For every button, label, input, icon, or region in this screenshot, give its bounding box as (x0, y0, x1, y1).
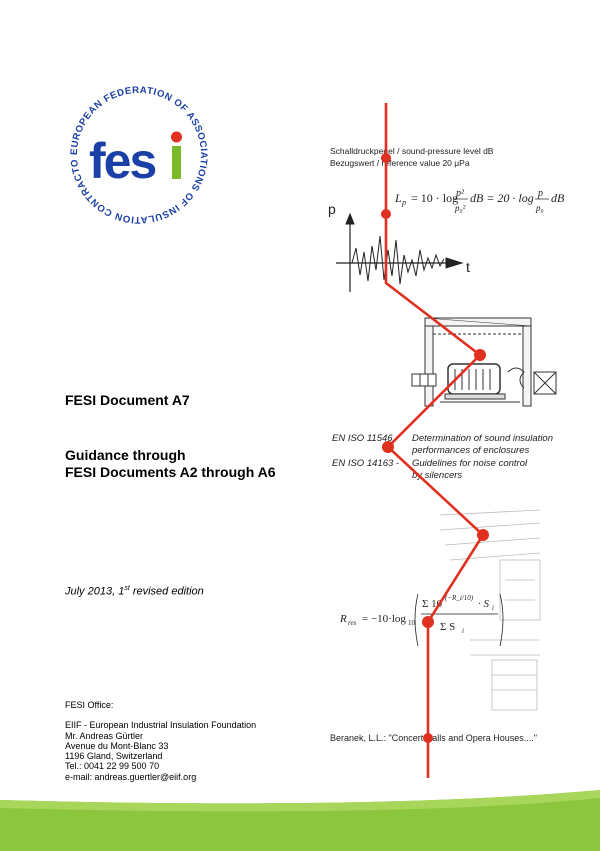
red-guide-line (381, 103, 489, 778)
fesi-logo: EUROPEAN FEDERATION OF ASSOCIATIONS OF I… (64, 80, 208, 225)
red-node (423, 733, 433, 743)
office-contact: FESI Office: EIIF - European Industrial … (65, 700, 256, 782)
logo-i-stem (172, 146, 181, 179)
svg-text:p₀²: p₀² (454, 203, 466, 213)
svg-text:dB: dB (551, 191, 565, 205)
reference-value-label: Bezugswert / reference value 20 μPa (330, 158, 470, 168)
svg-text:dB = 20 · log: dB = 20 · log (470, 191, 534, 205)
office-line: Avenue du Mont-Blanc 33 (65, 740, 169, 751)
office-line: Tel.: 0041 22 99 500 70 (65, 761, 160, 772)
svg-text:i: i (492, 604, 494, 612)
office-line: EIIF - European Industrial Insulation Fo… (65, 720, 257, 731)
red-node (381, 153, 391, 163)
red-node (477, 529, 489, 541)
office-line: 1196 Gland, Switzerland (65, 751, 163, 762)
office-line: Mr. Andreas Gürtler (65, 730, 144, 741)
silencer-drawing (439, 509, 541, 711)
transmission-loss-formula: R res = −10·log 10 Σ 10 (−R_i/10) · S i … (339, 593, 504, 647)
edition-note: July 2013, 1st revised edition (65, 585, 204, 598)
svg-text:10: 10 (408, 619, 416, 627)
office-line: e-mail: andreas.guertler@eiif.org (65, 771, 197, 782)
standard-desc: by silencers (412, 470, 463, 481)
standard-desc: performances of enclosures (412, 445, 530, 456)
sound-wave-plot: p t (328, 201, 470, 292)
red-node (381, 209, 391, 219)
document-subtitle: Guidance through FESI Documents A2 throu… (65, 447, 276, 480)
red-node (422, 616, 434, 628)
svg-text:(−R_i/10): (−R_i/10) (445, 594, 474, 602)
svg-text:Σ S: Σ S (440, 621, 455, 633)
svg-text:R: R (339, 613, 347, 625)
svg-text:= −10·log: = −10·log (362, 613, 406, 625)
footer-green-band (0, 790, 600, 851)
logo-wordmark: fes (89, 133, 155, 189)
svg-text:p: p (537, 188, 543, 199)
sound-level-label: Schalldruckpegel / sound-pressure level … (330, 146, 494, 156)
svg-text:L: L (394, 191, 402, 205)
svg-text:p: p (401, 198, 406, 207)
svg-text:i: i (462, 627, 464, 635)
standard-code: EN ISO 14163 - (332, 458, 400, 469)
svg-text:· S: · S (478, 598, 490, 610)
axis-t-label: t (466, 259, 470, 275)
enclosure-drawing (411, 317, 557, 407)
standard-desc: Determination of sound insulation (412, 433, 554, 444)
red-node (382, 441, 394, 453)
logo-i-dot (171, 131, 182, 143)
svg-text:p²: p² (455, 188, 465, 199)
svg-text:p₀: p₀ (535, 203, 544, 213)
reference-book: Beranek, L.L.: "Concert Halls and Opera … (330, 733, 537, 743)
svg-text:= 10 · log: = 10 · log (411, 191, 458, 205)
standard-desc: Guidelines for noise control (412, 458, 528, 469)
axis-p-label: p (328, 201, 336, 217)
office-heading: FESI Office: (65, 700, 114, 710)
document-title: FESI Document A7 (65, 392, 190, 408)
standard-code: EN ISO 11546 - (332, 433, 399, 444)
svg-text:res: res (348, 619, 357, 627)
red-node (474, 349, 486, 361)
